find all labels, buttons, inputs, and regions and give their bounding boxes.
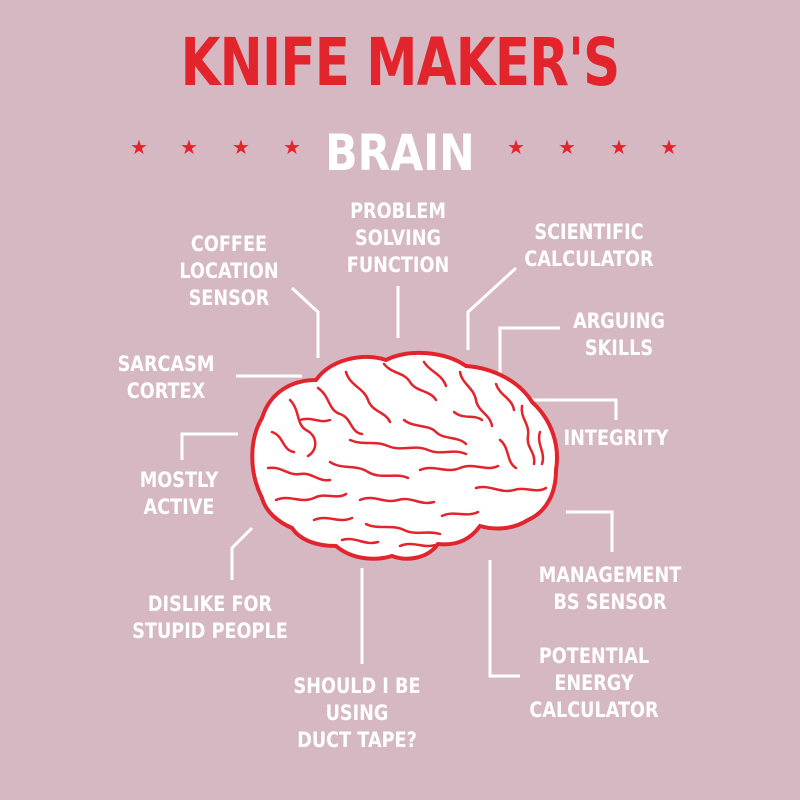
star-icon: ★ (610, 135, 628, 159)
star-icon: ★ (130, 135, 148, 159)
label-sarcasm-cortex: SARCASM CORTEX (117, 352, 215, 403)
connector-scientific (466, 266, 518, 350)
label-integrity: INTEGRITY (563, 426, 669, 450)
label-potential-energy: POTENTIAL ENERGY CALCULATOR (529, 644, 659, 722)
connector-management (566, 510, 614, 552)
connector-coffee (290, 286, 320, 358)
connector-potential (488, 560, 520, 678)
label-duct-tape: SHOULD I BE USING DUCT TAPE? (293, 674, 421, 752)
star-icon: ★ (283, 135, 301, 159)
star-icon: ★ (180, 135, 198, 159)
star-icon: ★ (558, 135, 576, 159)
star-icon: ★ (507, 135, 525, 159)
label-problem-solving: PROBLEM SOLVING FUNCTION (346, 199, 450, 277)
brain-icon (250, 350, 559, 561)
connector-dislike (230, 526, 254, 580)
label-dislike-stupid-people: DISLIKE FOR STUPID PEOPLE (132, 592, 288, 643)
label-mostly-active: MOSTLY ACTIVE (139, 468, 219, 519)
connector-integrity (516, 398, 618, 420)
connector-mostly (180, 432, 238, 460)
subtitle-row: ★ ★ ★ ★ BRAIN ★ ★ ★ ★ (0, 123, 800, 183)
connector-arguing (498, 326, 560, 390)
label-management-sensor: MANAGEMENT BS SENSOR (538, 563, 682, 614)
star-icon: ★ (232, 135, 250, 159)
title: KNIFE MAKER'S (180, 24, 621, 101)
subtitle: BRAIN (325, 124, 475, 182)
label-scientific-calculator: SCIENTIFIC CALCULATOR (524, 220, 654, 271)
label-arguing-skills: ARGUING SKILLS (573, 309, 665, 360)
connector-lines (180, 266, 618, 678)
label-coffee-sensor: COFFEE LOCATION SENSOR (179, 232, 279, 310)
star-icon: ★ (660, 135, 678, 159)
